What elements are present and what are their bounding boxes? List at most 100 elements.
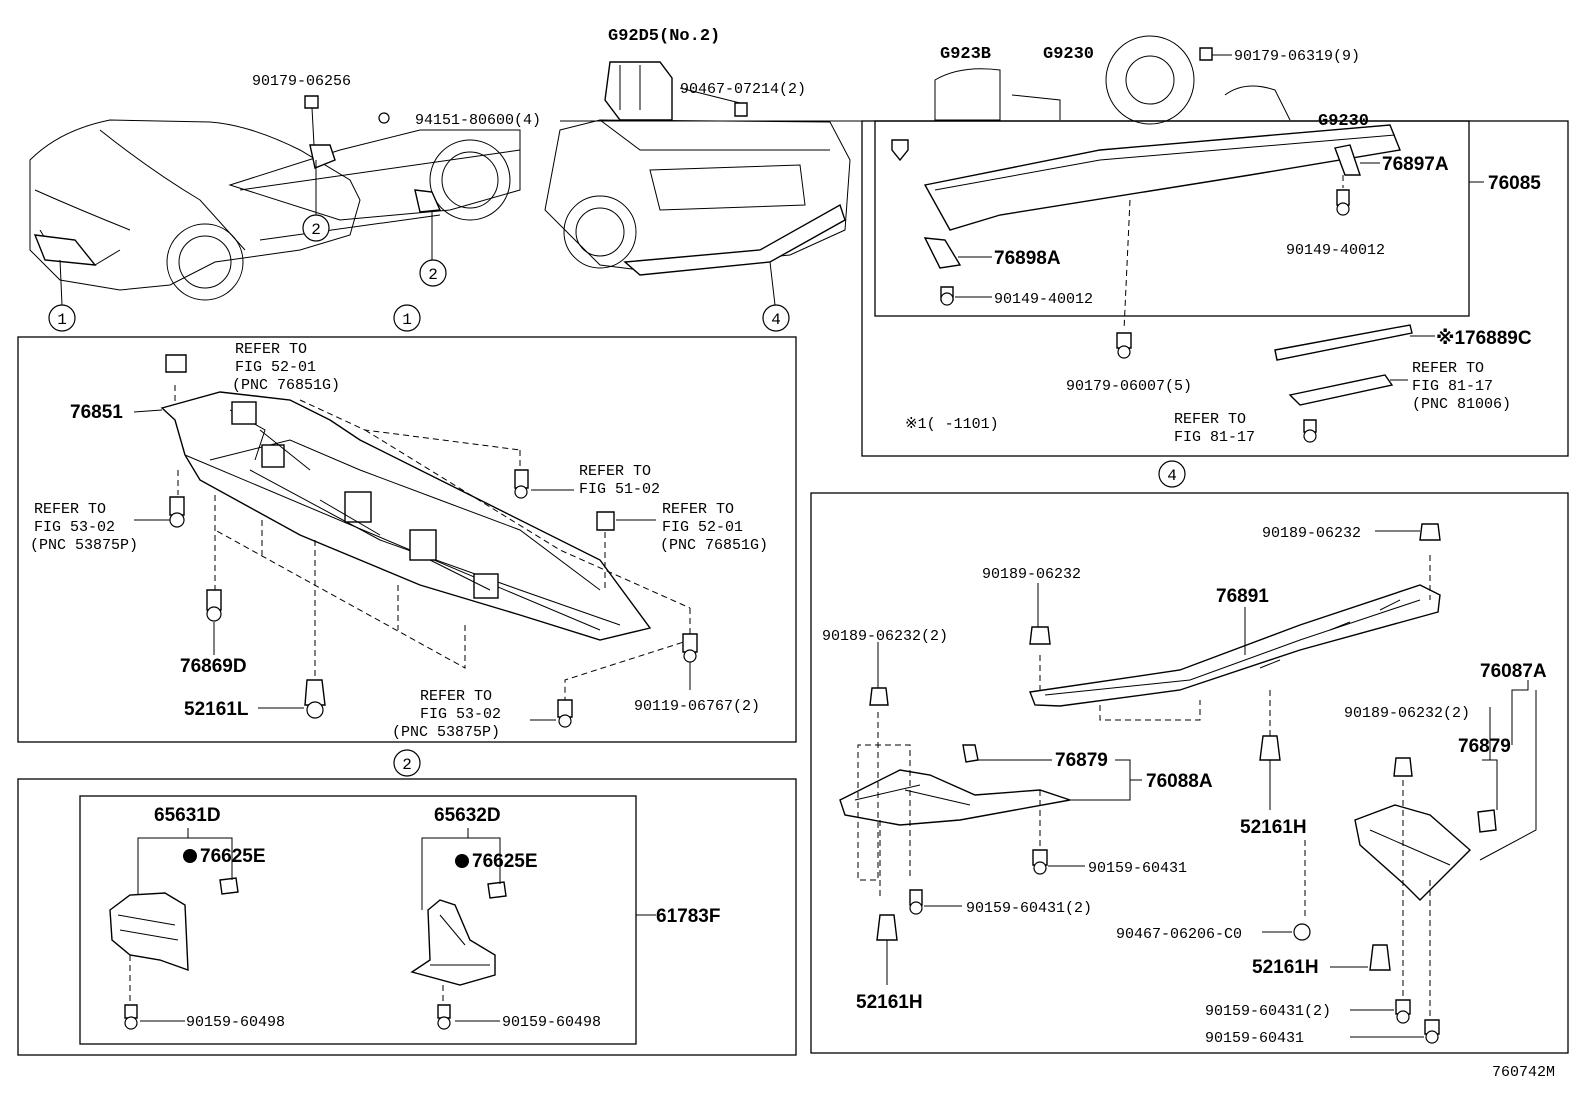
front-car-illustration [29, 119, 521, 306]
label-76085: 76085 [1488, 173, 1541, 194]
ref-52-01-a-line2: FIG 52-01 [235, 359, 316, 376]
panel-4-leader-lines [877, 530, 1537, 1038]
ref-53-02-a-line1: REFER TO [34, 501, 106, 518]
rear-spoiler-fasteners [940, 189, 1350, 443]
label-90467-07214: 90467-07214(2) [680, 81, 806, 98]
label-76897a: 76897A [1382, 154, 1449, 175]
label-90179-06319: 90179-06319(9) [1234, 48, 1360, 65]
ref-52-01-a-line1: REFER TO [235, 341, 307, 358]
label-90189-06232-c: 90189-06232(2) [822, 628, 948, 645]
label-76625e-a: 76625E [200, 846, 266, 867]
note-1101: ※1( -1101) [905, 416, 999, 433]
front-undercover-76851 [160, 391, 652, 641]
panel-2-box [17, 778, 797, 1056]
label-90159-60498-a: 90159-60498 [186, 1014, 285, 1031]
label-90189-06232-d: 90189-06232(2) [1344, 705, 1470, 722]
callout-2-side-b-text: 2 [428, 266, 438, 284]
label-65631d: 65631D [154, 805, 221, 826]
label-90179-06007: 90179-06007(5) [1066, 378, 1192, 395]
panel-1-labels: 76851 REFER TO FIG 52-01 (PNC 76851G) RE… [30, 341, 768, 741]
label-g9230-second: G9230 [1318, 112, 1369, 131]
label-76889c: ※176889C [1436, 328, 1532, 349]
label-90159-60498-b: 90159-60498 [502, 1014, 601, 1031]
diagram-id: 760742M [1492, 1064, 1555, 1081]
rear-spoiler-labels: 76897A 76085 76898A 90149-40012 90149-40… [905, 154, 1541, 446]
label-90159-60431-a: 90159-60431 [1088, 860, 1187, 877]
ref-81-17-b-line1: REFER TO [1174, 411, 1246, 428]
ref-52-01-a-line3: (PNC 76851G) [232, 377, 340, 394]
panel-4-dashed-leaders [857, 555, 1431, 1020]
ref-52-01-b-line1: REFER TO [662, 501, 734, 518]
spoiler-top-sketch [934, 35, 1291, 125]
ref-81-17-b-line2: FIG 81-17 [1174, 429, 1255, 446]
callout-2-panel-text: 2 [402, 756, 412, 774]
ref-53-02-a-line2: FIG 53-02 [34, 519, 115, 536]
label-52161h-b: 52161H [1252, 957, 1319, 978]
rear-spoiler-inner-box [874, 120, 1470, 317]
panel-4-labels: 90189-06232 90189-06232 90189-06232(2) 7… [822, 525, 1547, 1047]
callout-1-panel-text: 1 [402, 311, 412, 329]
panel-1-dashed-leaders [174, 385, 691, 700]
label-76088a: 76088A [1146, 771, 1213, 792]
rear-spoiler-leaders [955, 162, 1484, 381]
rear-undercover-76891 [1029, 584, 1441, 707]
ref-53-02-b-line2: FIG 53-02 [420, 706, 501, 723]
ref-52-01-b-line2: FIG 52-01 [662, 519, 743, 536]
label-76898a: 76898A [994, 248, 1061, 269]
label-76087a: 76087A [1480, 661, 1547, 682]
panel-1-box [17, 336, 797, 743]
panel-2-leaders [124, 828, 656, 1030]
ref-81-17-a-line3: (PNC 81006) [1412, 396, 1511, 413]
callout-1-panel: 1 [393, 304, 421, 332]
label-61783f: 61783F [656, 906, 720, 927]
label-90159-60431-d: 90159-60431 [1205, 1030, 1304, 1047]
callout-4-rear-text: 4 [771, 311, 781, 329]
callout-2-side-a-text: 2 [311, 221, 321, 239]
callout-1-front: 1 [48, 304, 76, 332]
callout-2-side-b: 2 [419, 259, 447, 287]
panel-2-labels: 65631D 76625E 90159-60498 65632D 76625E … [154, 805, 720, 1031]
label-76851: 76851 [70, 402, 123, 423]
label-52161h-c: 52161H [856, 992, 923, 1013]
rear-car-illustration [544, 61, 851, 306]
mudguard-65632d [410, 881, 507, 986]
label-52161l: 52161L [184, 699, 249, 720]
ref-81-17-a-line2: FIG 81-17 [1412, 378, 1493, 395]
panel-2-inner-box [79, 795, 637, 1045]
callout-2-side-a: 2 [302, 214, 330, 242]
panel-4-box [810, 492, 1569, 1054]
label-g9230: G9230 [1043, 45, 1094, 64]
side-undercover-76088a [839, 744, 1071, 826]
callout-4-panel: 4 [1158, 460, 1186, 488]
callout-4-rear: 4 [762, 304, 790, 332]
label-76625e-b: 76625E [472, 851, 538, 872]
label-94151-80600: 94151-80600(4) [415, 112, 541, 129]
label-90159-60431-c: 90159-60431(2) [1205, 1003, 1331, 1020]
ref-53-02-b-line3: (PNC 53875P) [392, 724, 500, 741]
label-76869d: 76869D [180, 656, 247, 677]
ref-51-02-line2: FIG 51-02 [579, 481, 660, 498]
panel-1-leader-lines [133, 409, 691, 721]
label-76891: 76891 [1216, 586, 1269, 607]
callout-1-front-text: 1 [57, 311, 67, 329]
panel-1-fasteners [165, 354, 698, 728]
top-labels: G92D5(No.2) G923B G9230 G9230 90179-0631… [252, 27, 1369, 131]
callout-4-panel-text: 4 [1167, 467, 1177, 485]
callout-2-panel: 2 [393, 749, 421, 777]
ref-53-02-a-line3: (PNC 53875P) [30, 537, 138, 554]
label-90189-06232-b: 90189-06232 [982, 566, 1081, 583]
label-76879-b: 76879 [1458, 736, 1511, 757]
label-90179-06256: 90179-06256 [252, 73, 351, 90]
label-90467-06206-c0: 90467-06206-C0 [1116, 926, 1242, 943]
panel-4-fasteners [869, 523, 1441, 1044]
label-76879-a: 76879 [1055, 750, 1108, 771]
ref-51-02-line1: REFER TO [579, 463, 651, 480]
label-90149-40012-b: 90149-40012 [994, 291, 1093, 308]
ref-81-17-a-line1: REFER TO [1412, 360, 1484, 377]
label-90119-06767: 90119-06767(2) [634, 698, 760, 715]
label-52161h-a: 52161H [1240, 817, 1307, 838]
label-90149-40012-a: 90149-40012 [1286, 242, 1385, 259]
mudguard-65631d [109, 877, 239, 972]
label-g923b: G923B [940, 45, 991, 64]
